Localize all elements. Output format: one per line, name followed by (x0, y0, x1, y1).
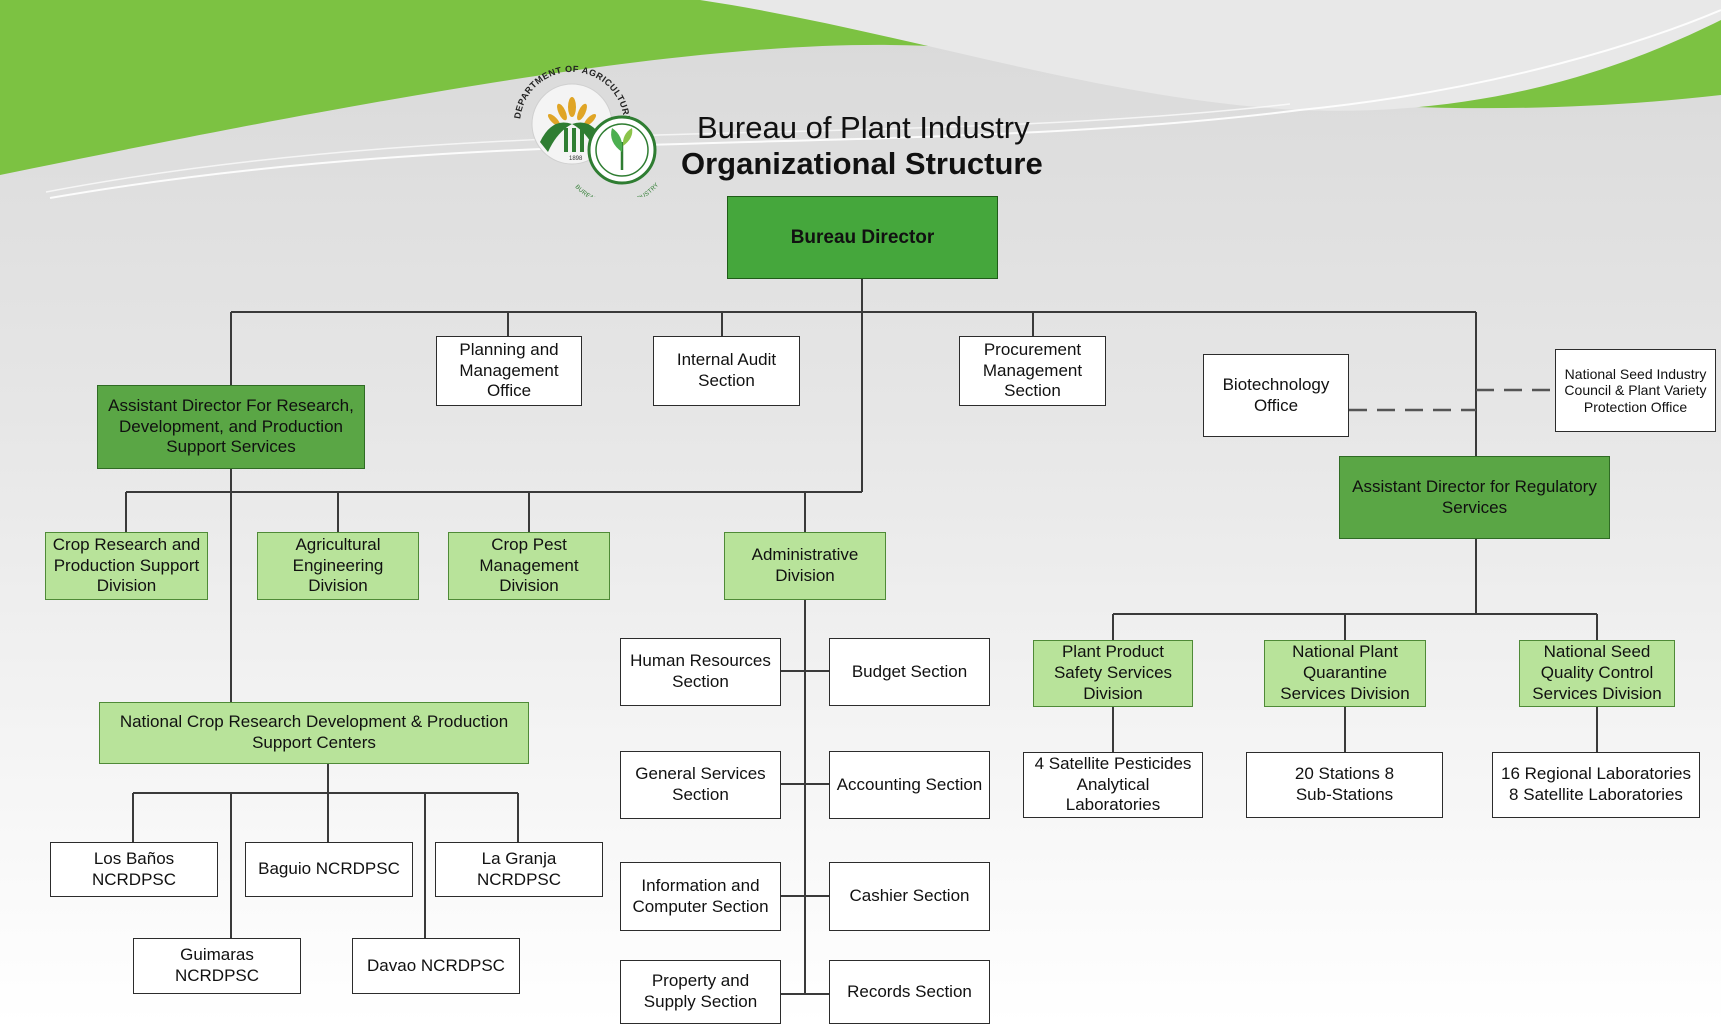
plant-product-safety-division-box: Plant Product Safety Services Division (1033, 640, 1193, 707)
national-seed-quality-control-division-box: National Seed Quality Control Services D… (1519, 640, 1675, 707)
bureau-director-box: Bureau Director (727, 196, 998, 279)
stations-substations-box: 20 Stations 8 Sub-Stations (1246, 752, 1443, 818)
los-banos-ncrdpsc-box: Los Baños NCRDPSC (50, 842, 218, 897)
la-granja-ncrdpsc-box: La Granja NCRDPSC (435, 842, 603, 897)
administrative-division-box: Administrative Division (724, 532, 886, 600)
crop-pest-management-division-box: Crop Pest Management Division (448, 532, 610, 600)
baguio-ncrdpsc-box: Baguio NCRDPSC (245, 842, 413, 897)
biotechnology-office-box: Biotechnology Office (1203, 354, 1349, 437)
general-services-section-box: General Services Section (620, 751, 781, 819)
agricultural-engineering-division-box: Agricultural Engineering Division (257, 532, 419, 600)
guimaras-ncrdpsc-box: Guimaras NCRDPSC (133, 938, 301, 994)
chart-subtitle: Organizational Structure (681, 146, 1043, 181)
chart-title: Bureau of Plant Industry (697, 110, 1030, 145)
property-supply-section-box: Property and Supply Section (620, 960, 781, 1024)
cashier-section-box: Cashier Section (829, 862, 990, 931)
budget-section-box: Budget Section (829, 638, 990, 706)
records-section-box: Records Section (829, 960, 990, 1024)
regional-laboratories-box: 16 Regional Laboratories 8 Satellite Lab… (1492, 752, 1700, 818)
bpi-logo: DEPARTMENT OF AGRICULTURE 1898 BUREAU OF… (512, 64, 661, 197)
accounting-section-box: Accounting Section (829, 751, 990, 819)
swoosh-line (49, 9, 1721, 199)
swoosh-line-2 (45, 103, 1291, 193)
human-resources-section-box: Human Resources Section (620, 638, 781, 706)
planning-management-office-box: Planning and Management Office (436, 336, 582, 406)
crop-research-division-box: Crop Research and Production Support Div… (45, 532, 208, 600)
white-swoosh (700, 0, 1721, 111)
assistant-director-research-box: Assistant Director For Research, Develop… (97, 385, 365, 469)
internal-audit-section-box: Internal Audit Section (653, 336, 800, 406)
svg-text:BUREAU OF PLANT INDUSTRY: BUREAU OF PLANT INDUSTRY (574, 182, 661, 197)
satellite-pesticides-labs-box: 4 Satellite Pesticides Analytical Labora… (1023, 752, 1203, 818)
davao-ncrdpsc-box: Davao NCRDPSC (352, 938, 520, 994)
ncrdpsc-box: National Crop Research Development & Pro… (99, 702, 529, 764)
national-seed-industry-council-box: National Seed Industry Council & Plant V… (1555, 349, 1716, 432)
procurement-management-section-box: Procurement Management Section (959, 336, 1106, 406)
information-computer-section-box: Information and Computer Section (620, 862, 781, 931)
svg-text:1898: 1898 (569, 156, 583, 162)
national-plant-quarantine-division-box: National Plant Quarantine Services Divis… (1264, 640, 1426, 707)
assistant-director-regulatory-box: Assistant Director for Regulatory Servic… (1339, 456, 1610, 539)
